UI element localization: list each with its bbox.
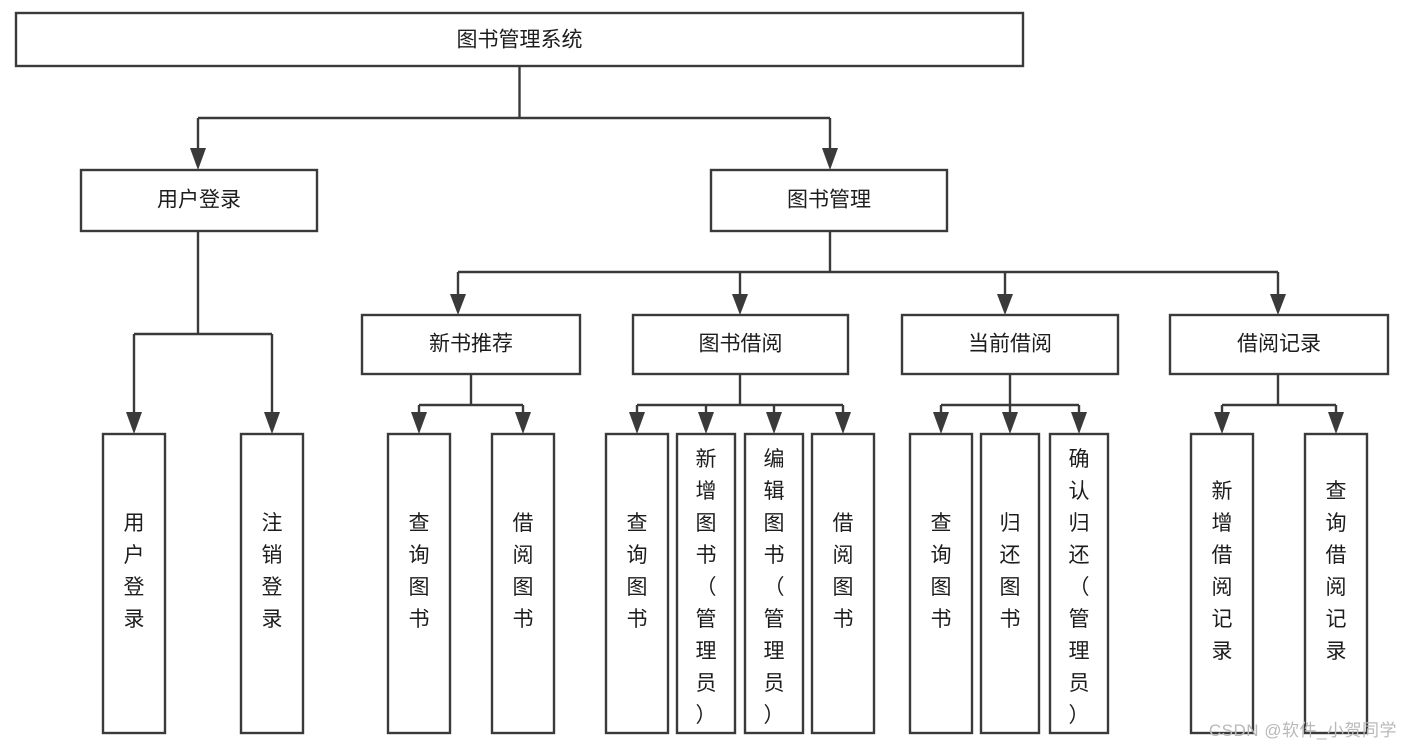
node-leaf-confirm-return-box[interactable] bbox=[1048, 432, 1110, 735]
arrowhead-leaf-return-book bbox=[1002, 412, 1018, 434]
arrowhead-book-borrow bbox=[732, 294, 748, 315]
arrowhead-leaf-borrow-book-1 bbox=[515, 412, 531, 434]
node-user-login[interactable]: 用户登录 bbox=[79, 168, 319, 233]
node-root-label: 图书管理系统 bbox=[457, 29, 583, 52]
node-leaf-return-book-box[interactable] bbox=[979, 432, 1041, 735]
node-borrow-record-box[interactable] bbox=[1168, 313, 1390, 376]
node-book-borrow-label: 图书借阅 bbox=[699, 333, 783, 356]
node-leaf-confirm-return-label: 确认归还（管理员） bbox=[1069, 448, 1090, 727]
node-new-book-recommend[interactable]: 新书推荐 bbox=[360, 313, 582, 376]
node-leaf-add-book-label: 新增图书（管理员） bbox=[696, 448, 717, 727]
node-leaf-query-book-3-box[interactable] bbox=[908, 432, 974, 735]
arrowhead-book-management bbox=[822, 148, 838, 170]
arrowhead-leaf-confirm-return bbox=[1071, 412, 1087, 434]
arrowhead-leaf-borrow-book-2 bbox=[835, 412, 851, 434]
arrowhead-user-login bbox=[190, 148, 206, 170]
node-leaf-query-book-3-label: 查询图书 bbox=[931, 512, 952, 631]
node-book-management-label: 图书管理 bbox=[787, 189, 871, 212]
node-leaf-borrow-book-1-label: 借阅图书 bbox=[513, 512, 534, 631]
node-leaf-borrow-book-2[interactable]: 借阅图书 bbox=[810, 432, 876, 735]
node-leaf-query-book-1[interactable]: 查询图书 bbox=[386, 432, 452, 735]
node-leaf-edit-book[interactable]: 编辑图书（管理员） bbox=[743, 432, 805, 735]
node-leaf-add-record-box[interactable] bbox=[1189, 432, 1255, 735]
node-leaf-logout-login-label: 注销登录 bbox=[262, 512, 283, 631]
node-leaf-query-record-label: 查询借阅记录 bbox=[1326, 480, 1347, 663]
connector-group-borrow-record-to-leaves bbox=[1214, 374, 1344, 434]
node-leaf-query-book-1-label: 查询图书 bbox=[409, 512, 430, 631]
arrowhead-leaf-add-record bbox=[1214, 412, 1230, 434]
arrowhead-leaf-query-book-3 bbox=[933, 412, 949, 434]
node-leaf-user-login[interactable]: 用户登录 bbox=[101, 432, 167, 735]
node-book-borrow-box[interactable] bbox=[631, 313, 850, 376]
arrowhead-borrow-record bbox=[1270, 294, 1286, 315]
node-leaf-confirm-return[interactable]: 确认归还（管理员） bbox=[1048, 432, 1110, 735]
node-root[interactable]: 图书管理系统 bbox=[14, 11, 1025, 68]
connector-group-current-borrow-to-leaves bbox=[933, 374, 1087, 434]
node-leaf-add-record-label: 新增借阅记录 bbox=[1212, 480, 1233, 663]
node-leaf-edit-book-box[interactable] bbox=[743, 432, 805, 735]
node-leaf-query-book-3[interactable]: 查询图书 bbox=[908, 432, 974, 735]
node-leaf-return-book-label: 归还图书 bbox=[1000, 512, 1021, 631]
node-new-book-recommend-label: 新书推荐 bbox=[429, 333, 513, 356]
node-leaf-borrow-book-1[interactable]: 借阅图书 bbox=[490, 432, 556, 735]
node-leaf-borrow-book-2-label: 借阅图书 bbox=[833, 512, 854, 631]
node-leaf-query-record-box[interactable] bbox=[1303, 432, 1369, 735]
node-leaf-add-book-box[interactable] bbox=[675, 432, 737, 735]
connector-group-new-book-recommend-to-leaves bbox=[411, 374, 531, 434]
node-leaf-query-book-2-label: 查询图书 bbox=[627, 512, 648, 631]
arrowhead-leaf-query-record bbox=[1328, 412, 1344, 434]
node-leaf-edit-book-label: 编辑图书（管理员） bbox=[764, 448, 785, 727]
arrowhead-leaf-add-book bbox=[698, 412, 714, 434]
arrowhead-new-book-recommend bbox=[450, 294, 466, 315]
node-leaf-logout-login[interactable]: 注销登录 bbox=[239, 432, 305, 735]
node-leaf-query-book-2-box[interactable] bbox=[604, 432, 670, 735]
node-leaf-query-book-2[interactable]: 查询图书 bbox=[604, 432, 670, 735]
node-book-borrow[interactable]: 图书借阅 bbox=[631, 313, 850, 376]
node-leaf-borrow-book-1-box[interactable] bbox=[490, 432, 556, 735]
node-user-login-label: 用户登录 bbox=[157, 189, 241, 212]
node-leaf-user-login-label: 用户登录 bbox=[124, 512, 145, 631]
node-user-login-box[interactable] bbox=[79, 168, 319, 233]
node-leaf-add-book[interactable]: 新增图书（管理员） bbox=[675, 432, 737, 735]
node-leaf-borrow-book-2-box[interactable] bbox=[810, 432, 876, 735]
node-current-borrow-label: 当前借阅 bbox=[968, 333, 1052, 356]
node-leaf-query-book-1-box[interactable] bbox=[386, 432, 452, 735]
node-current-borrow[interactable]: 当前借阅 bbox=[900, 313, 1120, 376]
node-book-management-box[interactable] bbox=[709, 168, 949, 233]
node-root-box[interactable] bbox=[14, 11, 1025, 68]
node-leaf-return-book[interactable]: 归还图书 bbox=[979, 432, 1041, 735]
node-current-borrow-box[interactable] bbox=[900, 313, 1120, 376]
connector-group-book-borrow-to-leaves bbox=[629, 374, 851, 434]
arrowhead-leaf-query-book-2 bbox=[629, 412, 645, 434]
connector-group-user-login-to-leaves bbox=[126, 231, 280, 434]
node-new-book-recommend-box[interactable] bbox=[360, 313, 582, 376]
node-borrow-record-label: 借阅记录 bbox=[1237, 333, 1321, 356]
arrowhead-leaf-query-book-1 bbox=[411, 412, 427, 434]
connector-group-book-management-to-level3 bbox=[450, 231, 1286, 315]
node-leaf-user-login-box[interactable] bbox=[101, 432, 167, 735]
node-borrow-record[interactable]: 借阅记录 bbox=[1168, 313, 1390, 376]
arrowhead-current-borrow bbox=[997, 294, 1013, 315]
node-leaf-query-record[interactable]: 查询借阅记录 bbox=[1303, 432, 1369, 735]
csdn-watermark: CSDN @软件_小贺同学 bbox=[1208, 721, 1397, 740]
connector-group-root-to-level2 bbox=[190, 66, 838, 170]
arrowhead-leaf-edit-book bbox=[766, 412, 782, 434]
node-leaf-add-record[interactable]: 新增借阅记录 bbox=[1189, 432, 1255, 735]
arrowhead-leaf-logout-login bbox=[264, 412, 280, 434]
node-leaf-logout-login-box[interactable] bbox=[239, 432, 305, 735]
arrowhead-leaf-user-login bbox=[126, 412, 142, 434]
node-book-management[interactable]: 图书管理 bbox=[709, 168, 949, 233]
